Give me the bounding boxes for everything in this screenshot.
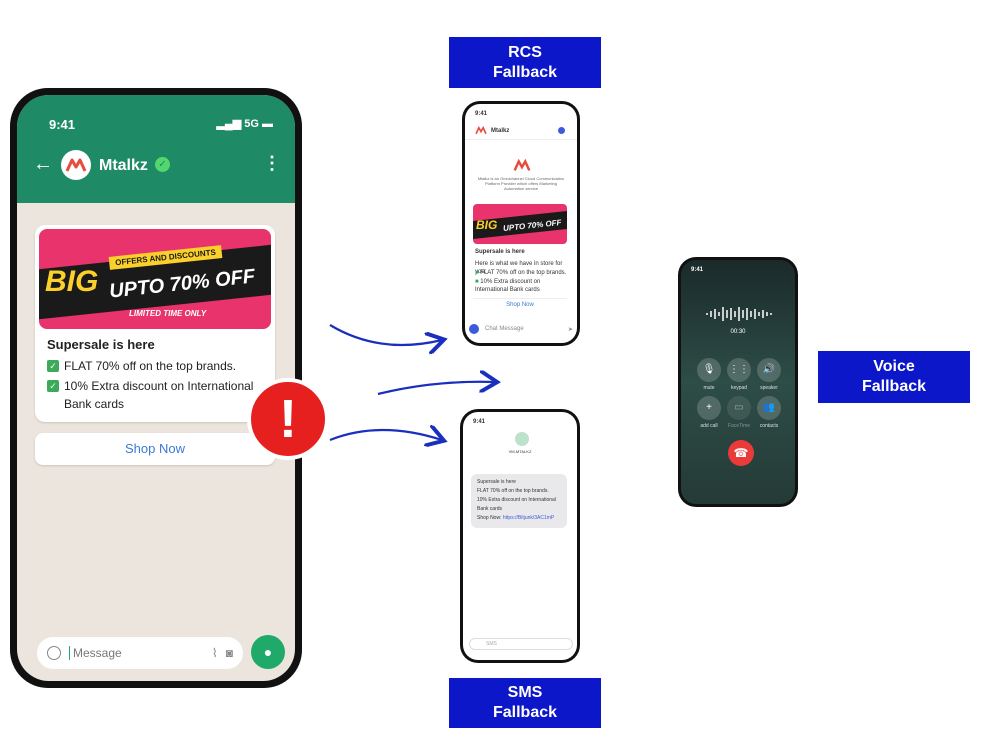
whatsapp-header: 9:41 ▂▄▆ 5G ▬ ← Mtalkz ✓ ⋮ bbox=[17, 95, 295, 203]
microphone-icon[interactable]: ● bbox=[251, 635, 285, 669]
voice-fallback-text: Voice Fallback bbox=[861, 358, 927, 395]
rich-message-card: BIG OFFERS AND DISCOUNTS UPTO 70% OFF LI… bbox=[35, 225, 275, 422]
arrow-to-sms bbox=[329, 430, 442, 440]
rcs-contact-name: Mtalkz bbox=[491, 128, 510, 134]
verified-badge-icon: ✓ bbox=[155, 157, 170, 172]
mtalkz-profile-logo-icon bbox=[513, 159, 531, 171]
voice-phone: 9:41 00:30 🎙 ⋮⋮ 🔊 mute keypad speaker + … bbox=[678, 257, 798, 507]
message-title: Supersale is here bbox=[47, 337, 155, 352]
end-call-icon[interactable]: ☎ bbox=[728, 440, 754, 466]
offer-line-2-text: 10% Extra discount on International Bank… bbox=[64, 379, 254, 411]
mute-icon[interactable]: 🎙 bbox=[697, 358, 721, 382]
sms-shop-prefix: Shop Now: bbox=[477, 515, 502, 521]
rcs-line-2: ■ 10% Extra discount on International Ba… bbox=[475, 278, 567, 294]
speaker-icon[interactable]: 🔊 bbox=[757, 358, 781, 382]
message-input[interactable]: Message ⌇ ◙ bbox=[37, 637, 243, 669]
sms-line-2: FLAT 70% off on the top brands. bbox=[477, 488, 549, 494]
mtalkz-logo-icon bbox=[475, 126, 487, 135]
sms-line-3: 10% Extra discount on International bbox=[477, 497, 556, 503]
arrow-to-rcs bbox=[329, 324, 442, 345]
voice-fallback-label: Voice Fallback bbox=[818, 351, 970, 403]
rcs-fallback-label: RCS Fallback bbox=[449, 37, 601, 88]
sms-screen: 9:41 VM-MTALKZ Supersale is here FLAT 70… bbox=[463, 412, 577, 660]
offer-line-1: ✓ FLAT 70% off on the top brands. bbox=[47, 357, 236, 375]
rcs-chat-input[interactable]: Chat Message ➤ bbox=[469, 322, 573, 336]
offer-banner: BIG OFFERS AND DISCOUNTS UPTO 70% OFF LI… bbox=[39, 229, 271, 329]
sms-fallback-text: SMS Fallback bbox=[492, 684, 558, 721]
signal-icon: ▂▄▆ bbox=[216, 118, 245, 130]
emoji-icon[interactable] bbox=[47, 646, 61, 660]
rcs-time: 9:41 bbox=[475, 111, 488, 117]
send-icon[interactable]: ➤ bbox=[567, 326, 573, 333]
keypad-label: keypad bbox=[730, 385, 748, 391]
checkbox-icon: ✓ bbox=[47, 360, 59, 372]
banner-big-text: BIG bbox=[45, 265, 99, 298]
rcs-line-1-text: FLAT 70% off on the top brands. bbox=[480, 270, 567, 276]
rcs-banner-big: BIG bbox=[476, 218, 498, 232]
alert-icon: ! bbox=[247, 378, 329, 460]
contacts-label: contacts bbox=[759, 423, 779, 429]
shield-icon bbox=[558, 127, 565, 134]
sms-link[interactable]: https://Bitjunk/3AC1mP bbox=[502, 515, 555, 521]
more-menu-icon[interactable]: ⋮ bbox=[263, 153, 281, 173]
sms-time: 9:41 bbox=[473, 419, 486, 425]
sms-line-5: Shop Now: https://Bitjunk/3AC1mP bbox=[477, 514, 561, 523]
rcs-shop-now-button[interactable]: Shop Now bbox=[473, 298, 567, 310]
sms-phone: 9:41 VM-MTALKZ Supersale is here FLAT 70… bbox=[460, 409, 580, 663]
sms-fallback-label: SMS Fallback bbox=[449, 678, 601, 728]
status-time: 9:41 bbox=[49, 117, 76, 132]
rcs-title: Supersale is here bbox=[475, 249, 525, 255]
attach-icon[interactable]: ⌇ bbox=[211, 646, 218, 660]
checkbox-icon: ✓ bbox=[47, 380, 59, 392]
voice-time: 9:41 bbox=[691, 267, 704, 273]
facetime-label: FaceTime bbox=[727, 423, 751, 429]
add-icon[interactable] bbox=[469, 324, 479, 334]
facetime-icon[interactable]: ▭ bbox=[727, 396, 751, 420]
speaker-label: speaker bbox=[760, 385, 778, 391]
back-arrow-icon[interactable]: ← bbox=[33, 153, 53, 175]
sms-sender: VM-MTALKZ bbox=[508, 449, 532, 454]
add-call-icon[interactable]: + bbox=[697, 396, 721, 420]
sms-line-1: Supersale is here bbox=[477, 479, 516, 485]
battery-icon: ▬ bbox=[258, 118, 273, 130]
rcs-fallback-text: RCS Fallback bbox=[492, 43, 558, 81]
contacts-icon[interactable]: 👥 bbox=[757, 396, 781, 420]
rcs-intro: Here is what we have in store for you: bbox=[475, 261, 563, 275]
message-placeholder[interactable]: Message bbox=[69, 646, 204, 660]
mtalkz-logo-icon bbox=[61, 150, 91, 180]
contact-name[interactable]: Mtalkz bbox=[99, 157, 148, 174]
arrow-to-voice bbox=[377, 382, 495, 396]
sms-line-4: Bank cards bbox=[477, 506, 503, 512]
add-call-label: add call bbox=[700, 423, 718, 429]
sms-bubble: Supersale is here FLAT 70% off on the to… bbox=[471, 474, 567, 528]
rcs-line-2-text: 10% Extra discount on International Bank… bbox=[475, 279, 541, 293]
status-icons: ▂▄▆ 5G ▬ bbox=[216, 117, 273, 130]
rcs-line-1: ■ FLAT 70% off on the top brands. bbox=[475, 269, 567, 277]
shop-now-button[interactable]: Shop Now bbox=[35, 433, 275, 465]
banner-limited-text: LIMITED TIME ONLY bbox=[129, 309, 207, 318]
checkbox-icon: ■ bbox=[475, 279, 481, 285]
whatsapp-phone: 9:41 ▂▄▆ 5G ▬ ← Mtalkz ✓ ⋮ BIG OFFERS AN… bbox=[10, 88, 302, 688]
contact-avatar-icon bbox=[515, 432, 529, 446]
whatsapp-screen: 9:41 ▂▄▆ 5G ▬ ← Mtalkz ✓ ⋮ BIG OFFERS AN… bbox=[17, 95, 295, 681]
network-label: 5G bbox=[244, 118, 259, 130]
rcs-offer-banner: BIG UPTO 70% OFF bbox=[473, 204, 567, 244]
mute-label: mute bbox=[703, 385, 715, 391]
sms-input[interactable]: SMS bbox=[469, 638, 573, 650]
rcs-header: Mtalkz bbox=[465, 122, 577, 140]
rcs-screen: 9:41 Mtalkz Mtalkz is an Omnichannel Clo… bbox=[465, 104, 577, 343]
offer-line-1-text: FLAT 70% off on the top brands. bbox=[64, 359, 237, 373]
offer-line-2: ✓ 10% Extra discount on International Ban… bbox=[47, 377, 269, 413]
call-timer: 00:30 bbox=[730, 329, 746, 335]
rcs-phone: 9:41 Mtalkz Mtalkz is an Omnichannel Clo… bbox=[462, 101, 580, 346]
keypad-icon[interactable]: ⋮⋮ bbox=[727, 358, 751, 382]
voice-screen: 9:41 00:30 🎙 ⋮⋮ 🔊 mute keypad speaker + … bbox=[681, 260, 795, 504]
rcs-about: Mtalkz is an Omnichannel Cloud Communica… bbox=[477, 176, 565, 191]
rcs-input-placeholder[interactable]: Chat Message bbox=[485, 326, 524, 332]
checkbox-icon: ■ bbox=[475, 270, 481, 276]
camera-icon[interactable]: ◙ bbox=[225, 646, 233, 660]
waveform-icon bbox=[706, 307, 772, 321]
